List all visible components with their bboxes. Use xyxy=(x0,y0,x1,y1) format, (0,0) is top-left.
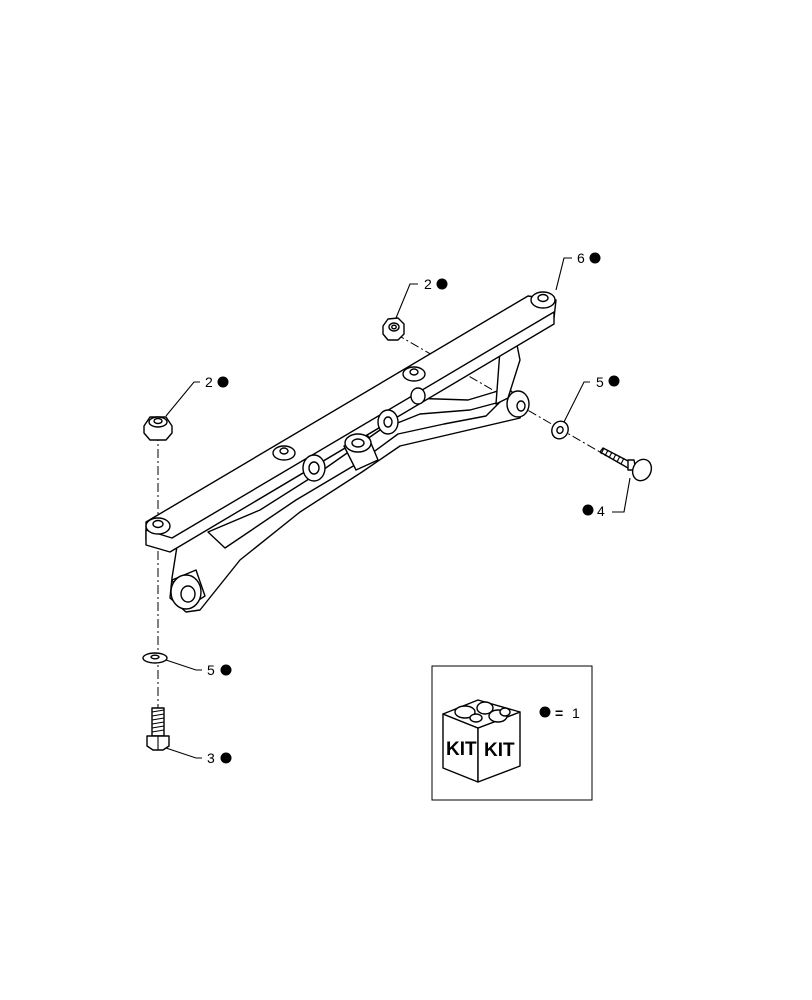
callout-2-left: 2 xyxy=(205,374,229,390)
callout-number: 5 xyxy=(207,662,215,678)
callout-6: 6 xyxy=(577,250,601,266)
kit-equals-sign: = xyxy=(555,705,563,721)
kit-dot-icon xyxy=(217,376,229,388)
kit-dot-icon xyxy=(220,664,232,676)
kit-dot-icon xyxy=(436,278,448,290)
callout-number: 6 xyxy=(577,250,585,266)
kit-number: 1 xyxy=(572,705,580,721)
kit-dot-icon xyxy=(539,706,551,718)
callout-4: 4 xyxy=(582,503,605,519)
nut-part-2-top xyxy=(382,317,405,341)
kit-dot-icon xyxy=(220,752,232,764)
bolt-part-4 xyxy=(599,447,653,482)
callout-number: 2 xyxy=(424,276,432,292)
callout-number: 4 xyxy=(597,503,605,519)
kit-dot-icon xyxy=(608,375,620,387)
kit-legend: KIT KIT = 1 xyxy=(431,665,593,801)
bracket-part-6 xyxy=(145,291,557,613)
washer-part-5-left xyxy=(142,652,168,664)
kit-label-left: KIT xyxy=(446,739,477,760)
kit-dot-icon xyxy=(582,504,594,516)
kit-label-right: KIT xyxy=(484,740,515,761)
callout-number: 3 xyxy=(207,750,215,766)
callout-number: 2 xyxy=(205,374,213,390)
kit-box-icon: KIT KIT xyxy=(442,699,521,783)
washer-part-5-right xyxy=(551,420,569,440)
callout-3: 3 xyxy=(207,750,232,766)
callout-number: 5 xyxy=(596,374,604,390)
callout-2-top: 2 xyxy=(424,276,448,292)
nut-part-2-left xyxy=(143,416,173,441)
bolt-part-3 xyxy=(146,707,170,751)
callout-5-right: 5 xyxy=(596,374,620,390)
callout-5-left: 5 xyxy=(207,662,232,678)
kit-dot-icon xyxy=(589,252,601,264)
leader-lines xyxy=(165,257,631,759)
